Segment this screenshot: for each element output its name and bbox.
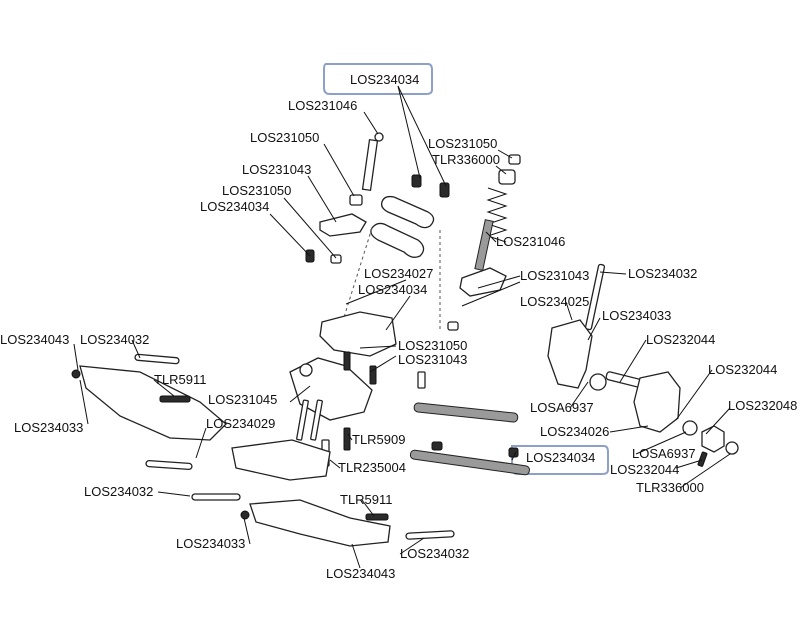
pin-bottom-right	[405, 530, 455, 540]
screw-tlr5911-bottom	[365, 513, 389, 521]
pin-lower-left	[191, 493, 241, 501]
small-washer-1	[330, 254, 342, 264]
highlight-top-callout	[323, 63, 433, 95]
spring	[486, 187, 508, 243]
ball-stud-2	[439, 182, 450, 198]
label-tlr235004: TLR235004	[338, 460, 406, 475]
bearing-2	[682, 420, 698, 436]
bolt-1	[417, 371, 426, 389]
bulkhead-hole	[299, 363, 313, 377]
screw-tlr5909	[343, 427, 351, 451]
pin-top-left	[134, 353, 180, 365]
rocker-arm-left	[319, 213, 367, 237]
arm-bolt-bottom	[240, 510, 250, 520]
label-los234032-bottom: LOS234032	[400, 546, 469, 561]
spacer-plate	[231, 439, 331, 481]
label-los234034-b: LOS234034	[200, 199, 269, 214]
lower-arm-bottom	[249, 499, 391, 547]
small-washer-2	[447, 321, 459, 331]
label-los231050-a: LOS231050	[250, 130, 319, 145]
label-los234043-left: LOS234043	[0, 332, 69, 347]
shock-shaft	[361, 138, 379, 192]
label-los232044-b: LOS232044	[708, 362, 777, 377]
shock-rod	[474, 219, 494, 271]
label-los231046-b: LOS231046	[496, 234, 565, 249]
label-los232044-a: LOS232044	[646, 332, 715, 347]
hub-pin	[697, 451, 708, 467]
label-tlr5909: TLR5909	[352, 432, 405, 447]
rod-end-2	[508, 447, 519, 458]
label-los231043-b: LOS231043	[520, 268, 589, 283]
lower-arm-left	[79, 365, 227, 441]
label-los231046-top: LOS231046	[288, 98, 357, 113]
spindle-carrier	[547, 319, 593, 389]
label-losa6937-b: LOSA6937	[632, 446, 696, 461]
label-losa6937-a: LOSA6937	[530, 400, 594, 415]
label-los234034-mid: LOS234034	[526, 450, 595, 465]
turnbuckle-lower	[409, 449, 530, 476]
label-los234033-left: LOS234033	[14, 420, 83, 435]
label-los231043-c: LOS231043	[398, 352, 467, 367]
label-los234043-bottom: LOS234043	[326, 566, 395, 581]
label-tlr336000-b: TLR336000	[636, 480, 704, 495]
label-los232048: LOS232048	[728, 398, 797, 413]
turnbuckle-upper	[413, 402, 519, 423]
ball-stud-1	[411, 174, 422, 188]
label-los234033-bottom: LOS234033	[176, 536, 245, 551]
long-pin-2	[310, 399, 323, 441]
hub-nut	[725, 441, 739, 455]
bushing-2	[508, 154, 521, 165]
label-los234032-left: LOS234032	[80, 332, 149, 347]
label-los234025: LOS234025	[520, 294, 589, 309]
label-los234032-right: LOS234032	[628, 266, 697, 281]
rod-end-1	[431, 441, 443, 451]
left-arm-group	[71, 353, 455, 547]
hinge-pin-right	[584, 263, 606, 331]
steering-knuckle	[633, 371, 681, 433]
link-upper	[380, 195, 435, 229]
label-tlr336000-a: TLR336000	[432, 152, 500, 167]
bearing-1	[589, 373, 607, 391]
bulkhead-group	[231, 311, 397, 481]
shaft-end	[374, 132, 384, 142]
upper-parts-group	[305, 132, 521, 389]
spindle-group	[547, 263, 739, 467]
ball-stud-3	[305, 249, 315, 263]
bushing-1	[349, 194, 363, 206]
leader-lines	[73, 85, 731, 569]
screw-tlr5911-left	[159, 395, 191, 403]
part-labels: LOS234034 LOS231046 LOS231050 LOS231043 …	[0, 72, 797, 581]
label-los231050-c: LOS231050	[428, 136, 497, 151]
arm-bolt-left	[71, 369, 81, 379]
label-los232044-c: LOS232044	[610, 462, 679, 477]
link-lower	[370, 222, 425, 258]
label-top-los234034: LOS234034	[350, 72, 419, 87]
label-los234026: LOS234026	[540, 424, 609, 439]
label-los234027: LOS234027	[364, 266, 433, 281]
bulkhead-upper	[319, 311, 397, 357]
label-los231043-a: LOS231043	[242, 162, 311, 177]
label-los234034-c: LOS234034	[358, 282, 427, 297]
spring-cap	[498, 169, 516, 185]
label-los234029: LOS234029	[206, 416, 275, 431]
label-los234032-mid: LOS234032	[84, 484, 153, 499]
turnbuckle-group	[409, 402, 530, 476]
pin-mid-left	[145, 459, 193, 471]
hex-hub	[701, 425, 725, 453]
label-tlr5911-left: TLR5911	[154, 372, 207, 387]
long-pin-1	[296, 399, 309, 441]
label-tlr5911-bottom: TLR5911	[340, 492, 393, 507]
bulkhead-screw-1	[343, 351, 351, 371]
label-los231050-b: LOS231050	[222, 183, 291, 198]
label-los234033-right: LOS234033	[602, 308, 671, 323]
label-los231045: LOS231045	[208, 392, 277, 407]
label-los231050-d: LOS231050	[398, 338, 467, 353]
